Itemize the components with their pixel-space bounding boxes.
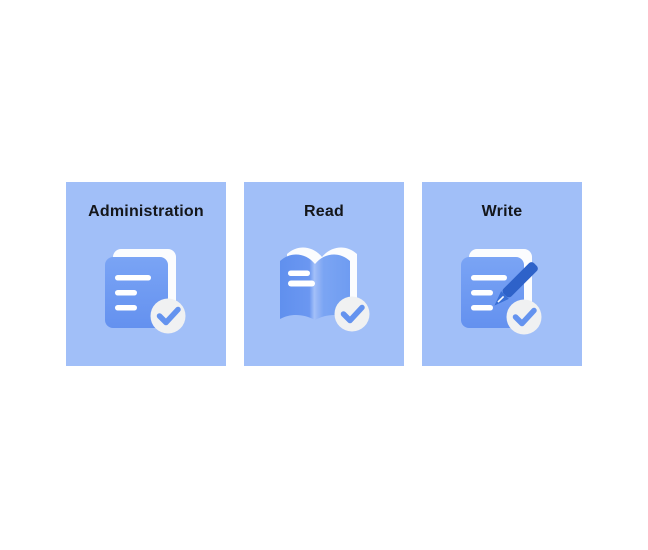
- checkmark: [156, 306, 181, 326]
- card-administration[interactable]: Administration: [66, 182, 226, 366]
- check-badge: [150, 298, 186, 334]
- card-title: Read: [304, 203, 344, 220]
- card-title: Write: [481, 203, 523, 220]
- check-badge: [334, 296, 370, 332]
- check-badge: [506, 299, 542, 335]
- card-title: Administration: [88, 203, 204, 220]
- permission-cards-row: Administration Read: [66, 182, 582, 366]
- pen-shape: [494, 262, 538, 306]
- checkmark: [340, 304, 365, 324]
- card-write[interactable]: Write: [422, 182, 582, 366]
- card-read[interactable]: Read: [244, 182, 404, 366]
- open-book-check-icon: [244, 245, 404, 337]
- document-check-icon: [66, 245, 226, 337]
- checkmark: [512, 307, 537, 327]
- document-pen-check-icon: [422, 245, 582, 337]
